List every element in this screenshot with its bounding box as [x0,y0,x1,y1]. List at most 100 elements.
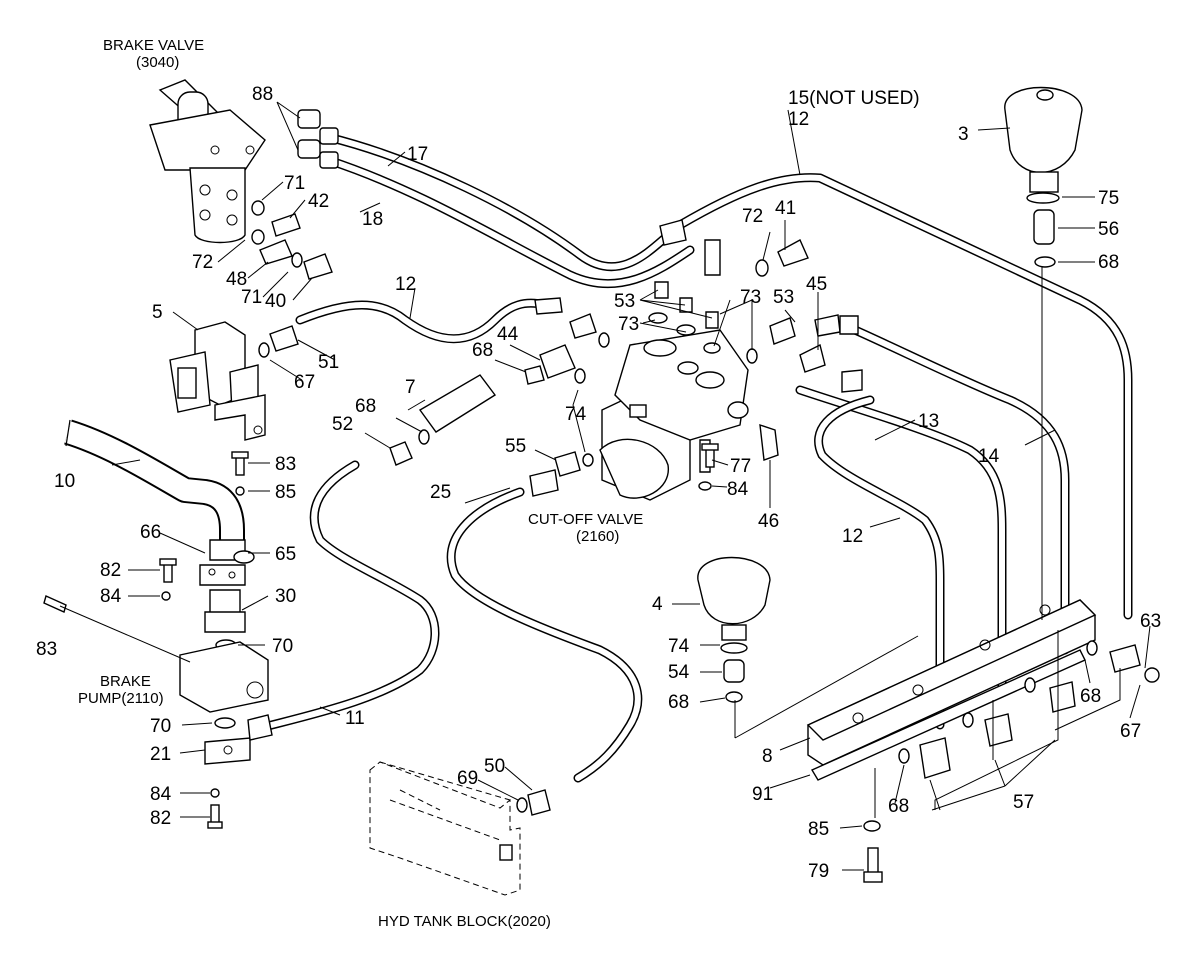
manifold-8 [734,599,1160,781]
callout-52: 52 [332,414,353,435]
callout-72: 72 [192,252,213,273]
callout-25: 25 [430,482,451,503]
callout-5: 5 [152,302,163,323]
callout-41: 41 [775,198,796,219]
callout-77: 77 [730,456,751,477]
callout-91: 91 [752,784,773,805]
callout-83: 83 [275,454,296,475]
cutoff-valve-code: (2160) [576,528,619,545]
solenoid-5 [169,321,266,441]
hyd-tank-block [369,761,551,896]
fittings-brake-valve [251,200,333,358]
hose-25 [446,487,643,783]
callout-7: 7 [405,377,416,398]
callout-53: 53 [614,291,635,312]
callout-74: 74 [668,636,690,657]
callout-68: 68 [1080,686,1101,707]
brake-pump [179,539,273,765]
callout-71: 71 [241,287,262,308]
callout-73: 73 [740,287,761,308]
callout-50: 50 [484,756,505,777]
callout-14: 14 [978,446,1000,467]
relief-valve-7 [389,374,497,466]
callout-8: 8 [762,746,773,767]
callout-10: 10 [54,471,75,492]
hose-10 [64,419,245,543]
callout-4: 4 [652,594,663,615]
hose-12-top [675,173,1133,620]
hose-14 [850,325,1070,655]
callout-12: 12 [788,109,809,130]
callout-75: 75 [1098,188,1119,209]
callout-88: 88 [252,84,273,105]
callout-73: 73 [618,314,639,335]
not-used-label: 15(NOT USED) [788,88,920,109]
callout-51: 51 [318,352,339,373]
callout-54: 54 [668,662,690,683]
callout-82: 82 [100,560,121,581]
callout-84: 84 [150,784,172,805]
callout-17: 17 [407,144,428,165]
brake-valve-code: (3040) [136,54,179,71]
callout-46: 46 [758,511,779,532]
hose-11 [255,460,440,733]
hose-18 [323,155,695,289]
cutoff-valve-name: CUT-OFF VALVE [528,511,643,528]
callout-84: 84 [100,586,122,607]
callout-42: 42 [308,191,329,212]
callout-85: 85 [808,819,829,840]
callout-68: 68 [888,796,909,817]
callout-82: 82 [150,808,171,829]
callout-57: 57 [1013,792,1034,813]
callout-71: 71 [284,173,305,194]
brake-pump-name: BRAKE [100,673,151,690]
bolts-and-washers [43,443,883,883]
callout-21: 21 [150,744,171,765]
callout-68: 68 [355,396,376,417]
callout-13: 13 [918,411,939,432]
callout-83: 83 [36,639,57,660]
callout-56: 56 [1098,219,1119,240]
callout-74: 74 [565,404,587,425]
callout-69: 69 [457,768,478,789]
callout-53: 53 [773,287,794,308]
callout-40: 40 [265,291,286,312]
callout-45: 45 [806,274,827,295]
accumulator-3 [1004,86,1083,268]
callout-65: 65 [275,544,296,565]
leader-lines [111,101,1151,871]
brake-valve-name: BRAKE VALVE [103,37,204,54]
callout-3: 3 [958,124,969,145]
callout-12: 12 [842,526,863,547]
callout-84: 84 [727,479,749,500]
hoses [64,132,1133,783]
callout-70: 70 [150,716,171,737]
callout-68: 68 [472,340,493,361]
hose-12-right [814,395,945,730]
callout-11: 11 [345,708,365,729]
callout-68: 68 [668,692,689,713]
callout-numbers: 88 17 18 12 3 75 56 68 71 42 72 48 71 40… [36,84,1161,882]
callout-12: 12 [395,274,416,295]
callout-55: 55 [505,436,526,457]
part-labels: BRAKE VALVE (3040) 15(NOT USED) CUT-OFF … [78,37,920,930]
callout-67: 67 [1120,721,1141,742]
fittings-cutoff [524,219,863,497]
brake-valve [149,79,339,244]
callout-30: 30 [275,586,296,607]
callout-72: 72 [742,206,763,227]
brake-pump-code: PUMP(2110) [78,690,164,707]
cutoff-valve [599,329,749,501]
callout-66: 66 [140,522,161,543]
hose-12-mid [295,298,550,344]
callout-18: 18 [362,209,383,230]
callout-70: 70 [272,636,293,657]
callout-68: 68 [1098,252,1119,273]
callout-67: 67 [294,372,315,393]
callout-44: 44 [497,324,519,345]
callout-79: 79 [808,861,829,882]
callout-63: 63 [1140,611,1161,632]
callout-85: 85 [275,482,296,503]
callout-48: 48 [226,269,247,290]
